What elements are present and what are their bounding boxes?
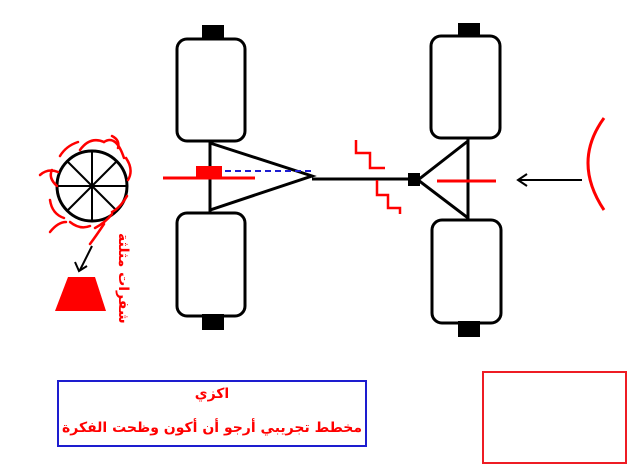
joint-block: [408, 173, 420, 186]
blade-shape: [55, 277, 106, 311]
left-top-wheel: [175, 25, 247, 143]
input-arrow-head: [516, 173, 528, 187]
right-top-wheel: [429, 23, 502, 140]
left-bottom-wheel: [175, 211, 247, 330]
cutter-blades: [38, 134, 132, 246]
left-red-block: [196, 166, 222, 178]
blade-arrow-head: [74, 261, 88, 273]
note-title: اكزي: [194, 386, 230, 402]
empty-red-box: [482, 371, 627, 464]
note-text: مخطط تجريبي أرجو أن أكون وظحت الفكرة: [61, 420, 362, 436]
blade-arrow-line: [79, 245, 93, 271]
cutter-wheel: [55, 149, 129, 223]
red-arc: [586, 117, 606, 211]
red-step-bottom: [375, 180, 402, 214]
right-bottom-wheel: [430, 218, 503, 337]
note-box: اكزي مخطط تجريبي أرجو أن أكون وظحت الفكر…: [57, 380, 367, 447]
triangular-blades-label: شفرات مثلثة: [115, 232, 131, 324]
red-step-top: [354, 140, 385, 170]
